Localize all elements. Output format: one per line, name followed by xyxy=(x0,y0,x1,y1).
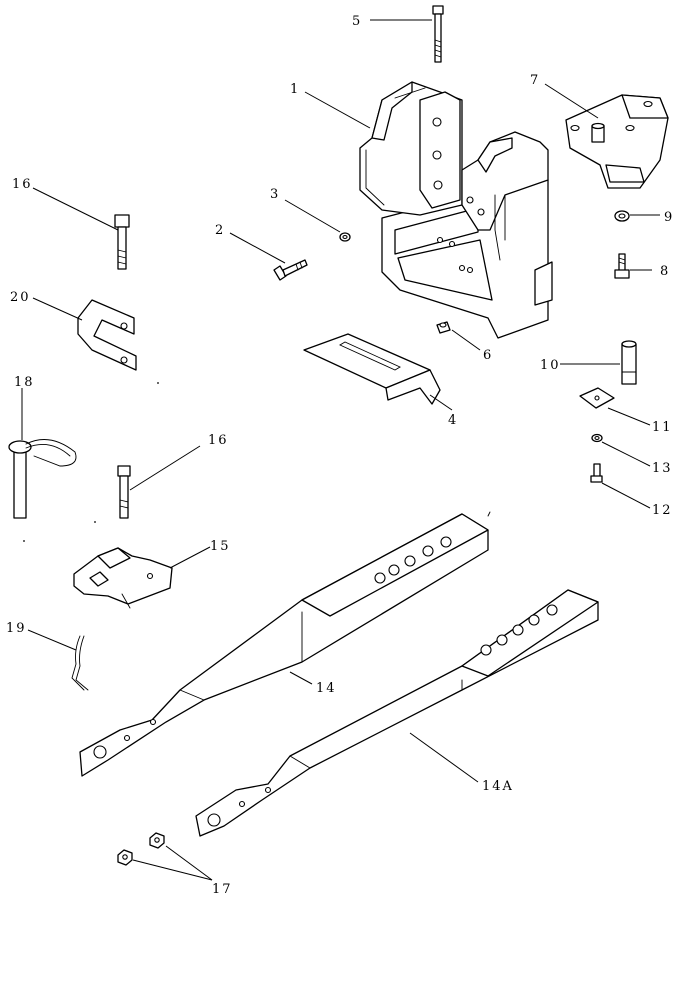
callout-9: 9 xyxy=(664,210,674,225)
part-5-bolt xyxy=(432,5,444,63)
part-20-u-bracket xyxy=(77,299,137,371)
callout-labels: 5 1 7 3 16 9 2 8 20 6 10 18 4 11 16 13 1… xyxy=(6,14,674,897)
part-9-washer xyxy=(614,210,630,222)
part-16-bolt-lower xyxy=(117,465,131,519)
callout-3: 3 xyxy=(270,187,280,202)
callout-1: 1 xyxy=(290,82,300,97)
callout-7: 7 xyxy=(530,73,540,88)
callout-16a: 16 xyxy=(12,177,33,192)
stray-marks xyxy=(23,382,491,542)
part-13-washer xyxy=(591,433,603,443)
callout-19: 19 xyxy=(6,621,27,636)
part-2-bolt xyxy=(273,259,308,281)
callout-4: 4 xyxy=(448,413,458,428)
part-14-lower-link xyxy=(79,513,489,777)
callout-14: 14 xyxy=(316,681,337,696)
part-3-washer xyxy=(339,232,351,242)
callout-15: 15 xyxy=(210,539,231,554)
part-16-bolt-upper xyxy=(114,214,130,270)
part-15-latch-bracket xyxy=(73,547,173,609)
part-18-pin xyxy=(8,439,77,519)
callout-6: 6 xyxy=(483,348,493,363)
part-4-slotted-plate xyxy=(303,333,441,405)
leader-lines xyxy=(21,19,660,881)
part-10-pin xyxy=(621,340,637,385)
callout-20: 20 xyxy=(10,290,31,305)
callout-5: 5 xyxy=(352,14,362,29)
callout-12: 12 xyxy=(652,503,673,518)
callout-11: 11 xyxy=(652,420,673,435)
callout-16b: 16 xyxy=(208,433,229,448)
part-19-spring-clip xyxy=(71,635,89,691)
callout-14a: 14A xyxy=(482,779,514,794)
part-17-nuts xyxy=(117,832,165,866)
part-14a-lower-link xyxy=(195,589,599,837)
callout-13: 13 xyxy=(652,461,673,476)
callout-18: 18 xyxy=(14,375,35,390)
part-1-hitch-bracket xyxy=(359,81,553,339)
part-8-bolt xyxy=(614,253,630,279)
callout-17: 17 xyxy=(212,882,233,897)
part-7-pivot-block xyxy=(565,94,669,189)
part-11-plate xyxy=(579,387,615,409)
callout-2: 2 xyxy=(215,223,225,238)
part-6-nut xyxy=(436,321,451,334)
part-12-bolt xyxy=(590,463,603,483)
callout-8: 8 xyxy=(660,264,670,279)
callout-10: 10 xyxy=(540,358,561,373)
